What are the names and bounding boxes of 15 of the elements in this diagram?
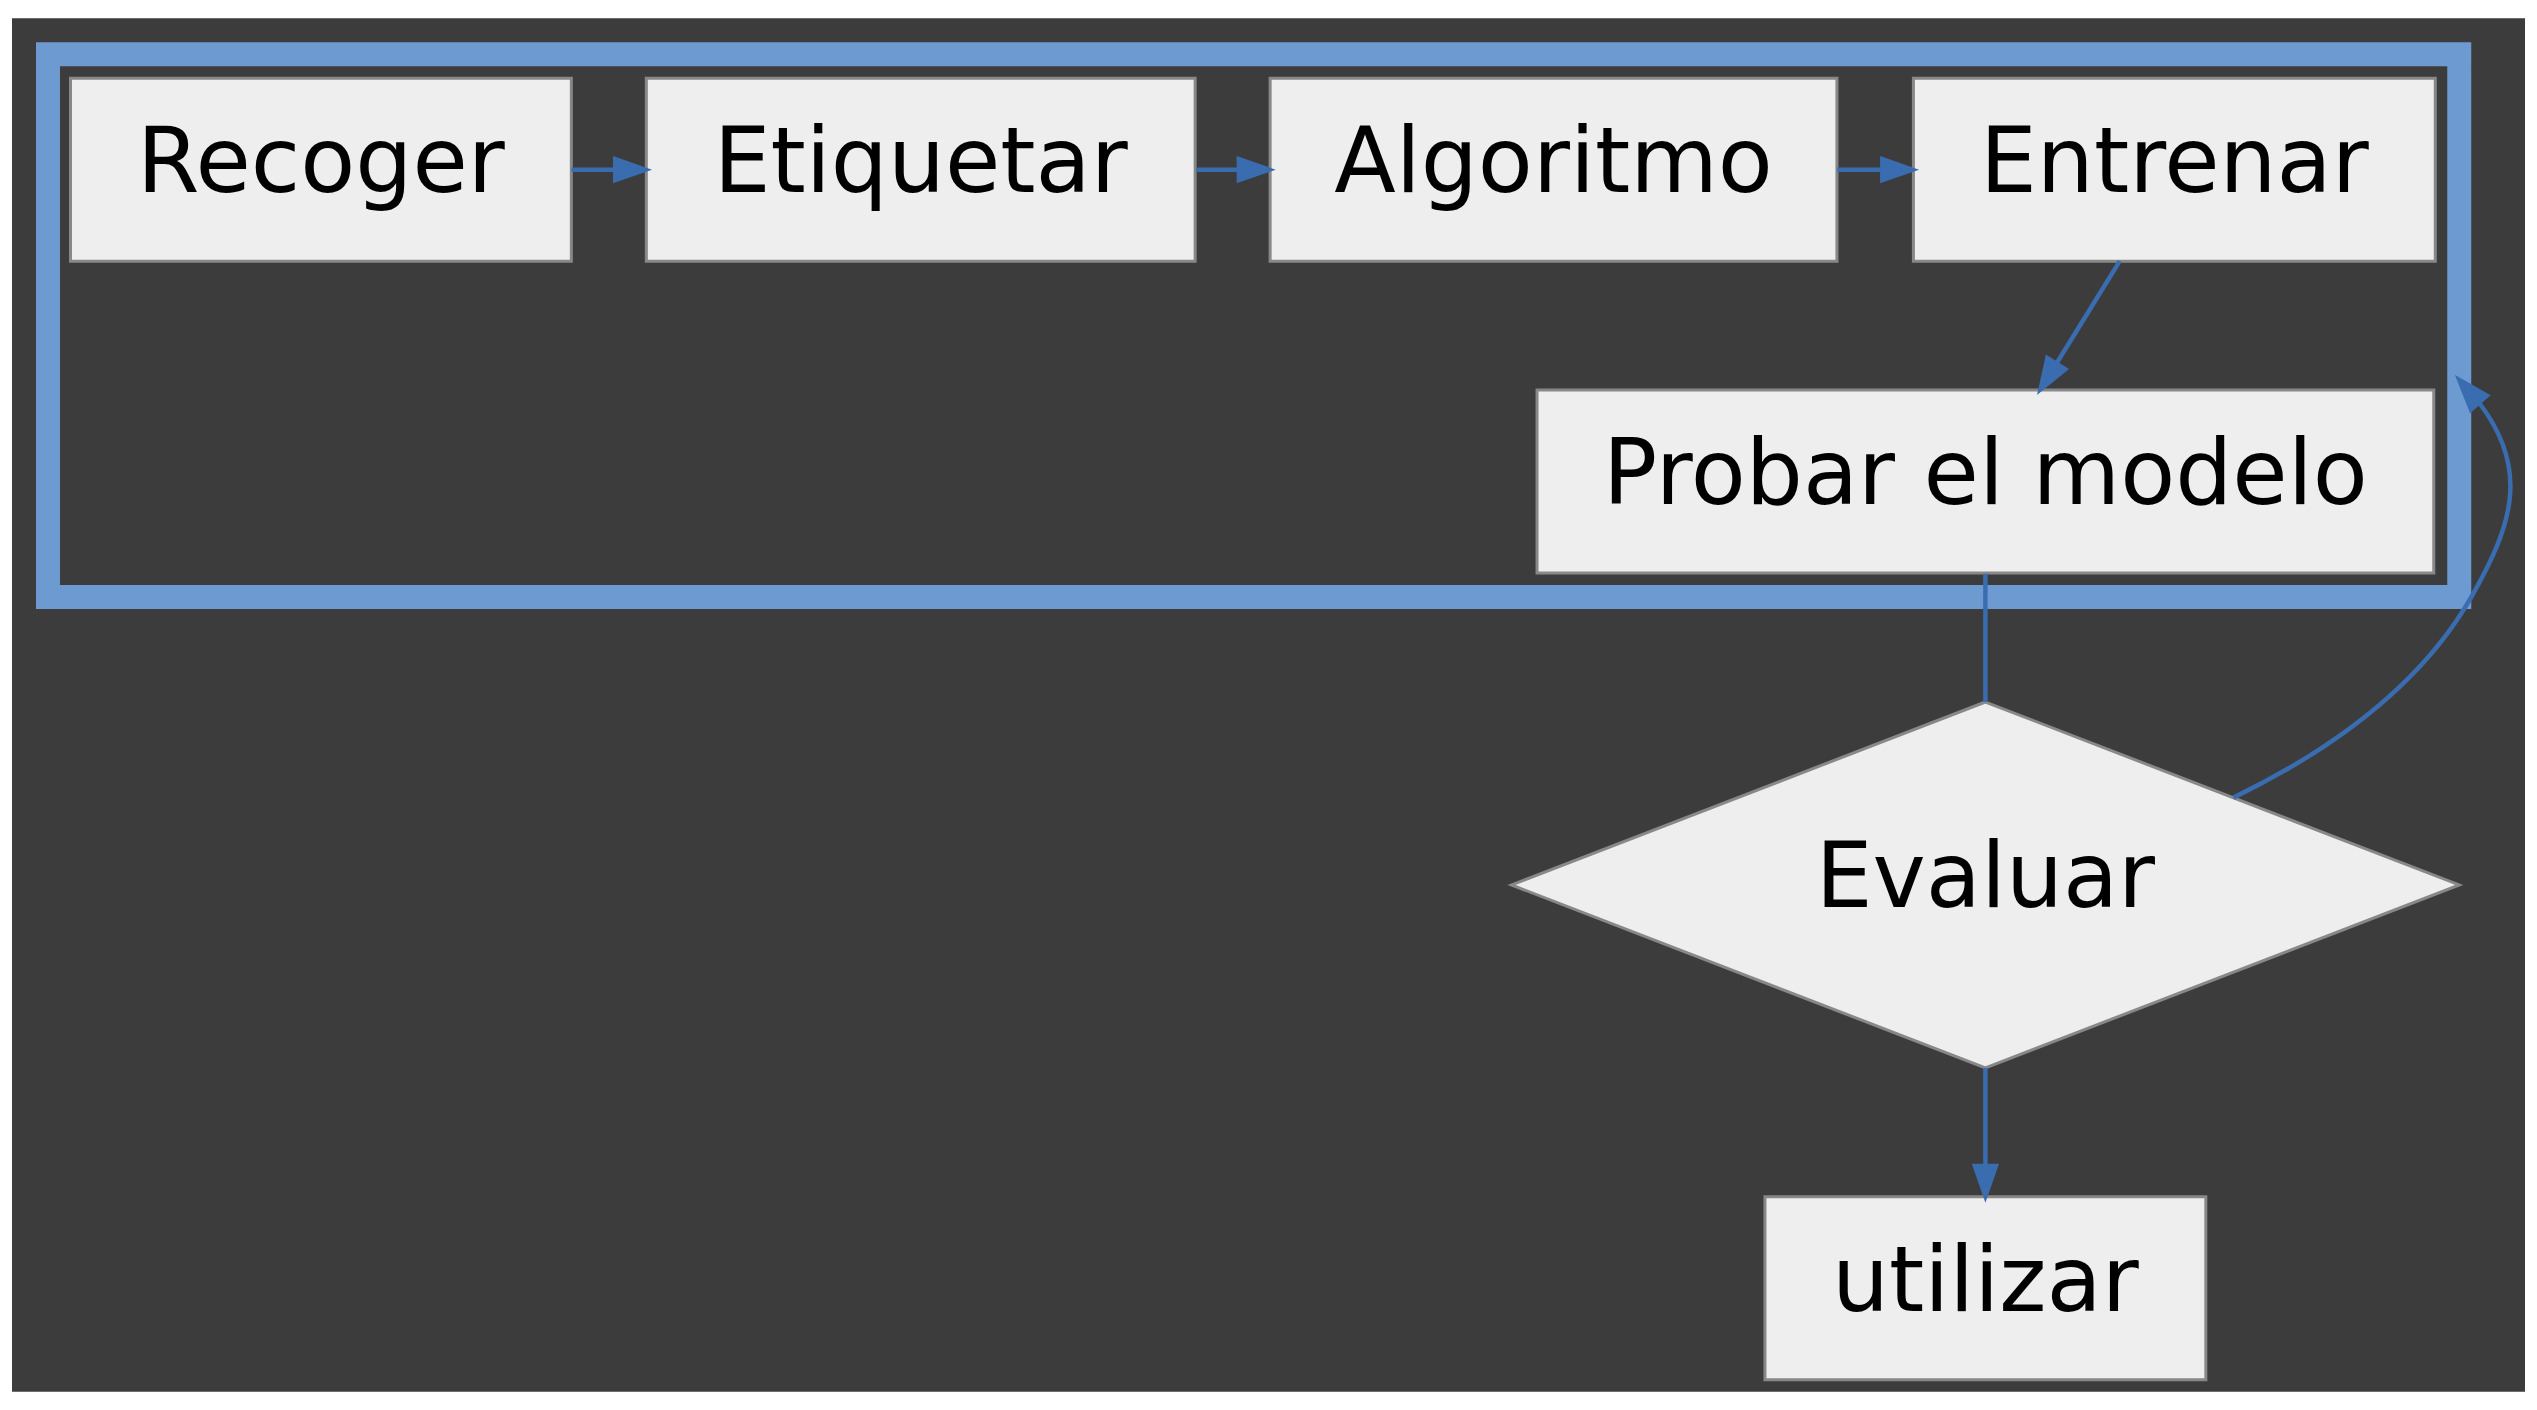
arrow [2037,259,2122,396]
node-box: Algoritmo [1268,76,1839,263]
node-box: utilizar [1763,1195,2208,1382]
node-box: Recoger [69,76,573,263]
arrow [1196,156,1276,184]
arrow [1971,1068,2000,1203]
node-diamond: Evaluar [1507,700,2464,1070]
arrow [1837,156,1920,184]
node-box: Entrenar [1911,76,2437,263]
cluster [36,42,2472,610]
arrow [2232,374,2513,800]
arrow [571,156,653,184]
node-box: Probar el modelo [1535,388,2436,575]
connector [1983,573,1988,702]
node-box: Etiquetar [644,76,1197,263]
